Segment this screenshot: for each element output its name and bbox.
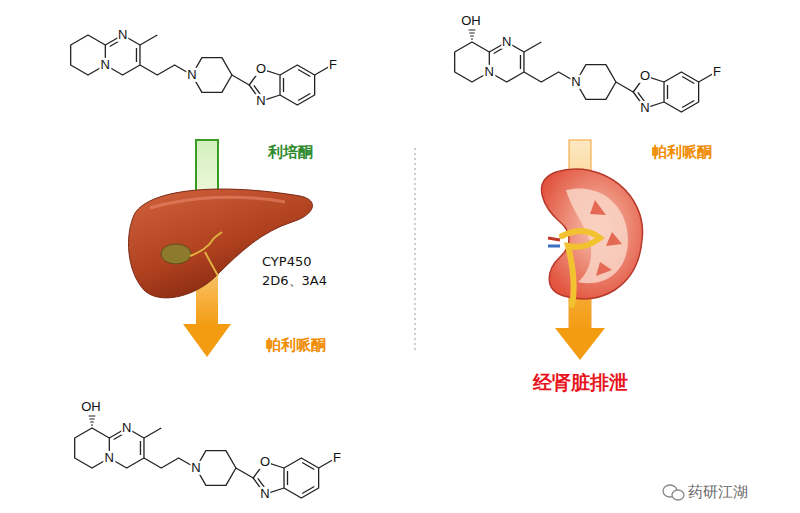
route-label: 经肾脏排泄 <box>533 372 628 393</box>
atom-label: N <box>639 101 650 115</box>
atom-label: N <box>186 68 197 82</box>
atom-label: N <box>100 58 111 72</box>
atom-label: OH <box>80 400 102 414</box>
atom-label: N <box>259 487 270 501</box>
atom-label: N <box>570 75 581 89</box>
atom-label: F <box>712 65 722 79</box>
enzyme-label: 2D6、3A4 <box>262 274 327 288</box>
drug-name: 利培酮 <box>268 144 313 161</box>
atom-label: F <box>328 58 338 72</box>
atom-label: F <box>332 451 342 465</box>
atom-label: O <box>259 455 271 469</box>
atom-label: N <box>190 461 201 475</box>
enzyme-label: CYP450 <box>262 255 311 269</box>
atom-label: N <box>104 451 115 465</box>
drug-name: 帕利哌酮 <box>652 144 712 161</box>
atom-label: OH <box>460 14 482 28</box>
atom-label: N <box>484 65 495 79</box>
atom-label: O <box>255 62 267 76</box>
atom-label: N <box>501 35 512 49</box>
watermark: 药研江湖 <box>688 484 748 501</box>
atom-label: N <box>255 94 266 108</box>
atom-label: O <box>639 69 651 83</box>
atom-label: N <box>121 421 132 435</box>
drug-name: 帕利哌酮 <box>266 337 326 354</box>
atom-label: N <box>117 28 128 42</box>
